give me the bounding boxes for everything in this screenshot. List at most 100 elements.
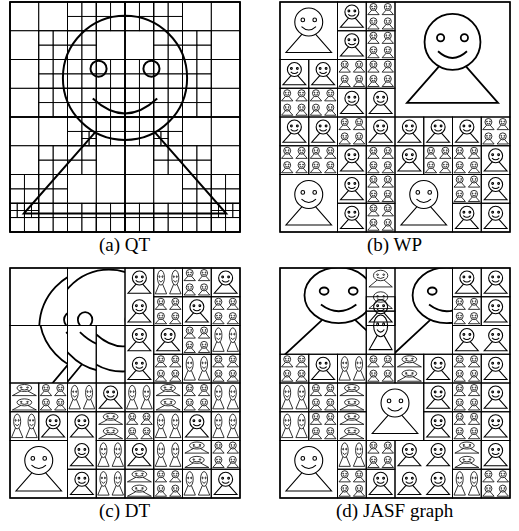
eye	[142, 487, 144, 489]
face-outline	[201, 284, 208, 291]
body-triangle	[398, 457, 421, 466]
cell-border	[125, 60, 154, 89]
cell-border	[453, 383, 482, 412]
cell-border	[68, 469, 97, 498]
cell-border	[197, 60, 211, 74]
smiley-figure	[156, 384, 180, 395]
face-outline	[427, 147, 434, 154]
body-triangle	[227, 305, 238, 310]
body-triangle	[368, 53, 379, 58]
smile	[159, 360, 163, 362]
smiley-figure	[126, 428, 137, 439]
smile	[73, 395, 77, 397]
smile	[386, 80, 390, 82]
cell-border	[139, 88, 153, 102]
body-triangle	[382, 183, 393, 188]
eye	[371, 221, 373, 223]
face-outline	[370, 47, 377, 54]
smile	[357, 65, 361, 67]
cell-border	[395, 175, 453, 233]
eye	[130, 430, 132, 432]
eye	[313, 92, 315, 94]
cell-border	[211, 175, 240, 204]
eye	[313, 18, 317, 22]
smile	[372, 360, 376, 362]
face-outline	[356, 443, 363, 458]
cell-border	[226, 203, 233, 210]
eye	[113, 391, 115, 393]
eye	[15, 419, 17, 421]
eye	[135, 276, 137, 278]
eye	[342, 121, 344, 123]
face-outline	[172, 443, 179, 458]
cell-border	[96, 326, 125, 384]
eye	[202, 401, 204, 403]
smiley-figure	[69, 385, 80, 408]
body-triangle	[368, 362, 379, 367]
cell-border	[453, 354, 482, 383]
eye	[72, 391, 74, 393]
smile	[314, 108, 318, 110]
body-triangle	[170, 377, 181, 382]
smile	[388, 408, 402, 411]
eye	[492, 305, 494, 307]
cell-border	[197, 203, 211, 217]
eye	[316, 92, 318, 94]
body-triangle	[213, 463, 224, 468]
face-outline	[229, 298, 236, 305]
smile	[231, 360, 235, 362]
cell-border	[10, 88, 39, 117]
smiley-figure	[382, 3, 393, 14]
face-outline	[384, 32, 391, 39]
smile	[130, 395, 134, 397]
eye	[385, 49, 387, 51]
eye	[319, 125, 321, 127]
eye	[428, 191, 432, 195]
face-outline	[157, 485, 164, 492]
eye	[374, 372, 376, 374]
eye	[233, 300, 235, 302]
eye	[357, 63, 359, 65]
cell-border	[39, 383, 68, 412]
eye	[90, 391, 92, 393]
cell-border	[125, 117, 154, 146]
smiley-figure	[155, 298, 166, 309]
body-triangle	[382, 68, 393, 73]
smiley-figure	[398, 120, 421, 142]
eye	[285, 164, 287, 166]
eye	[78, 420, 80, 422]
eye	[176, 419, 178, 421]
smiley-figure	[484, 300, 507, 322]
eye	[388, 221, 390, 223]
smiley-figure	[16, 446, 62, 491]
smiley-figure	[24, 16, 226, 214]
body-triangle	[368, 183, 379, 188]
cell-border	[125, 103, 139, 117]
smile	[429, 305, 452, 312]
cell-border	[96, 117, 125, 146]
cell-border	[154, 354, 183, 383]
eye	[405, 358, 407, 360]
body-triangle	[368, 168, 379, 173]
cell-border	[338, 31, 367, 60]
face-outline	[186, 357, 193, 372]
face-outline	[190, 456, 205, 463]
body-triangle	[454, 420, 465, 425]
body-triangle	[369, 302, 392, 309]
smile	[202, 403, 206, 405]
cell-border	[125, 16, 139, 30]
smile	[458, 389, 462, 391]
smile	[231, 424, 235, 426]
face-outline	[172, 485, 179, 492]
cell-border	[10, 412, 39, 441]
smile	[102, 453, 106, 455]
cell-border	[39, 218, 53, 232]
eye	[107, 415, 109, 417]
eye	[288, 106, 290, 108]
smile	[116, 481, 120, 483]
face-outline	[229, 385, 236, 400]
eye	[431, 149, 433, 151]
cell-border	[366, 2, 395, 31]
cell-border	[453, 117, 482, 146]
body-triangle	[296, 111, 307, 116]
